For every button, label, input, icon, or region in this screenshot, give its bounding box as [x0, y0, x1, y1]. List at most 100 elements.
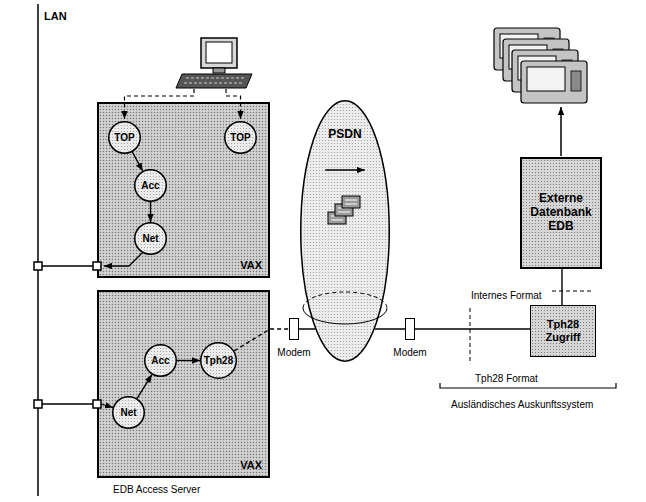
terminal-stack — [571, 71, 581, 91]
terminal-arrow — [125, 89, 241, 119]
circle-outline — [135, 223, 167, 255]
label-holder: Modem — [393, 342, 426, 360]
connector — [375, 328, 405, 329]
packet-art — [338, 208, 350, 212]
text-area: Acc — [134, 169, 167, 202]
node-label: TOP — [114, 132, 134, 144]
terminal-stack — [521, 61, 587, 103]
connector — [561, 269, 562, 305]
process-circle: TOP — [108, 121, 141, 154]
output-arrow — [560, 107, 562, 156]
text-area: Tph28 Zugriff — [531, 306, 595, 356]
process-circle: Net — [112, 396, 145, 429]
text-label: Internes Format — [470, 290, 543, 301]
node-label: Net — [142, 233, 158, 245]
lan-tap — [42, 265, 93, 267]
box-fill — [97, 102, 270, 278]
process-circle: TOP — [224, 121, 257, 154]
network-cloud: PSDN — [300, 100, 390, 362]
node-label: PSDN — [328, 127, 361, 141]
label-holder: Tph28 Format — [474, 368, 539, 386]
connector — [299, 328, 315, 329]
label-holder: EDB Access Server — [113, 479, 200, 497]
packet-art — [303, 170, 387, 324]
vax-host-box: VAXEDB Access ServerAccTph28Net — [97, 290, 270, 478]
label-holder: Ausländisches Auskunftssystem — [450, 394, 594, 412]
lan-tap — [42, 403, 93, 405]
packet-art — [345, 200, 357, 204]
lan-tap — [93, 400, 101, 408]
node-label: Modem — [393, 347, 426, 358]
terminal-icon — [201, 38, 237, 68]
vax-host-box: VAX TOP TOP AccNet — [97, 102, 270, 278]
modem-box: Modem — [289, 318, 299, 340]
circle-outline — [145, 345, 177, 377]
label-holder: PSDN — [328, 124, 361, 142]
access-box: Tph28 Zugriff — [530, 305, 596, 357]
box-fill — [97, 102, 270, 478]
connector — [415, 328, 530, 329]
node-label: EDB Access Server — [113, 484, 200, 495]
packet-art — [303, 308, 387, 324]
packet-art — [325, 169, 365, 170]
text-area: TOP — [108, 121, 141, 154]
node-label: TOP — [230, 132, 250, 144]
node-label: Modem — [277, 347, 310, 358]
terminal-stack — [527, 67, 565, 91]
lan-tap — [34, 400, 42, 408]
terminal-stack — [494, 28, 587, 103]
database-box: Externe Datenbank EDB — [520, 157, 602, 269]
format-boundary — [552, 291, 594, 292]
text-label: LAN — [43, 10, 68, 22]
text-area: Externe Datenbank EDB — [522, 159, 600, 267]
modem-box: Modem — [405, 318, 415, 340]
text-area: TOP — [224, 121, 257, 154]
circle-outline — [109, 122, 141, 154]
connector — [177, 360, 200, 361]
node-label: VAX — [240, 459, 262, 471]
label-holder: LAN — [43, 6, 68, 24]
terminal-arrow — [125, 89, 195, 119]
text-label: Ausländisches Auskunftssystem — [450, 399, 594, 410]
box-fill — [97, 290, 270, 478]
lan-tap — [34, 262, 101, 408]
terminal-icon — [176, 38, 252, 88]
lan-arrow — [101, 404, 113, 408]
label-holder: VAX — [240, 255, 262, 273]
node-label: Acc — [141, 180, 159, 192]
node-label: Tph28 — [204, 355, 233, 367]
circle-outline — [201, 343, 237, 379]
connector — [150, 202, 151, 222]
text-label: Tph28 Format — [474, 373, 539, 384]
lan-tap — [93, 262, 101, 270]
process-circle: Tph28 — [200, 342, 237, 379]
node-label: Net — [120, 407, 136, 419]
packet-art — [303, 292, 387, 308]
connector — [132, 152, 142, 171]
label-holder: Internes Format — [470, 285, 543, 303]
format-boundary — [470, 291, 594, 364]
process-circle: Acc — [134, 169, 167, 202]
node-label: Acc — [151, 355, 169, 367]
circle-outline — [225, 122, 257, 154]
terminal-icon — [176, 74, 252, 88]
terminal-icon — [206, 42, 232, 63]
connector — [137, 375, 152, 399]
format-boundary — [470, 308, 471, 364]
circle-outline — [113, 397, 145, 429]
packet-art — [331, 216, 343, 220]
packet-art — [342, 196, 360, 208]
ellipse-outline — [301, 101, 390, 362]
terminal-icon — [184, 78, 246, 83]
text-area: Tph28 — [200, 342, 237, 379]
terminal-icon — [213, 68, 225, 73]
terminal-arrow — [226, 89, 241, 119]
text-area: Net — [134, 222, 167, 255]
lan-tap — [34, 262, 42, 270]
label-holder: VAX — [240, 455, 262, 473]
text-area: Net — [112, 396, 145, 429]
bracket — [440, 383, 616, 388]
text-area: Acc — [144, 344, 177, 377]
